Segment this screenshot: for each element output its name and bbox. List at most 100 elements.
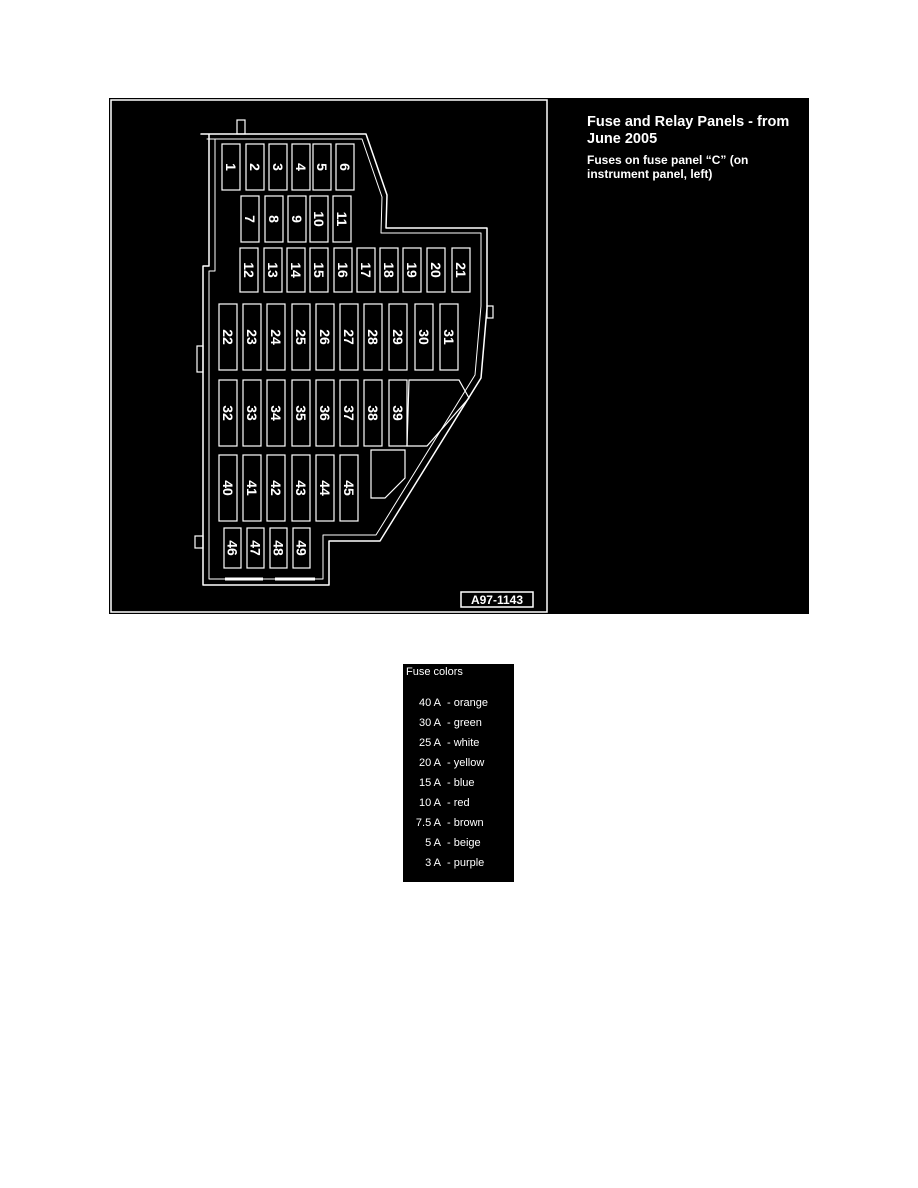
fuse-number: 46 xyxy=(225,540,241,556)
fuse-number: 35 xyxy=(293,405,309,421)
fuse-slot: 35 xyxy=(291,379,311,447)
fuse-outline xyxy=(309,195,329,243)
fuse-number: 17 xyxy=(358,262,374,278)
fuse-slot: 2 xyxy=(245,143,265,191)
legend-color: - white xyxy=(447,737,480,749)
fuse-slot: 43 xyxy=(291,454,311,522)
fuse-slot: 38 xyxy=(363,379,383,447)
legend-amp: 5 A xyxy=(425,837,441,849)
fuse-slot: 24 xyxy=(266,303,286,371)
fuse-outline xyxy=(263,247,283,293)
fuse-slot: 9 xyxy=(287,195,307,243)
fuse-slot: 42 xyxy=(266,454,286,522)
fuse-number: 9 xyxy=(289,215,305,223)
figure-code-box xyxy=(460,591,534,608)
fuse-outline xyxy=(245,143,265,191)
fuse-number: 38 xyxy=(365,405,381,421)
fuse-slot: 5 xyxy=(312,143,332,191)
fuse-outline xyxy=(286,247,306,293)
fuse-number: 32 xyxy=(220,405,236,421)
mounting-tab xyxy=(194,535,204,549)
fuse-number: 10 xyxy=(311,211,327,227)
fuse-slot: 25 xyxy=(291,303,311,371)
fuse-slot: 30 xyxy=(414,303,434,371)
legend-row: 10 A- red xyxy=(403,797,514,811)
legend-row: 25 A - white xyxy=(403,737,514,751)
fuse-slot: 14 xyxy=(286,247,306,293)
legend-amp: 20 A xyxy=(418,757,441,769)
fuse-slot: 40 xyxy=(218,454,238,522)
legend-color: - beige xyxy=(447,837,481,849)
legend-amp: 30 A xyxy=(418,717,441,729)
fuse-number: 8 xyxy=(266,215,282,223)
figure-frame xyxy=(110,99,548,613)
fuse-slot: 21 xyxy=(451,247,471,293)
fuse-slot: 1 xyxy=(221,143,241,191)
fuse-slot: 37 xyxy=(339,379,359,447)
fuse-outline xyxy=(333,247,353,293)
fuse-number: 33 xyxy=(244,405,260,421)
fuse-outline xyxy=(246,527,265,569)
legend-amp: 3 A xyxy=(425,857,441,869)
fuse-number: 34 xyxy=(268,405,284,421)
fuse-slot: 15 xyxy=(309,247,329,293)
fuse-outline xyxy=(239,247,259,293)
fuse-outline xyxy=(439,303,459,371)
figure-title: Fuse and Relay Panels - from June 2005 xyxy=(587,114,790,147)
fuse-outline xyxy=(291,379,311,447)
fuse-number: 6 xyxy=(337,163,353,171)
fuse-number: 26 xyxy=(317,329,333,345)
fuse-slot: 34 xyxy=(266,379,286,447)
fuse-number: 28 xyxy=(365,329,381,345)
fuse-slot: 41 xyxy=(242,454,262,522)
fuse-outline xyxy=(402,247,422,293)
fuse-outline xyxy=(315,379,335,447)
fuse-outline xyxy=(266,379,286,447)
fuse-slot: 10 xyxy=(309,195,329,243)
fuse-slot: 46 xyxy=(223,527,242,569)
fuse-outline xyxy=(339,303,359,371)
fuse-number: 22 xyxy=(220,329,236,345)
legend-amp: 25 A xyxy=(418,737,441,749)
fuse-number: 13 xyxy=(265,262,281,278)
fuse-slot: 6 xyxy=(335,143,355,191)
fuse-slot: 36 xyxy=(315,379,335,447)
fuse-number: 47 xyxy=(248,540,264,556)
fuse-slot: 47 xyxy=(246,527,265,569)
fuse-outline xyxy=(268,143,288,191)
legend-color: - brown xyxy=(447,817,484,829)
fuse-slot: 18 xyxy=(379,247,399,293)
fuse-number: 36 xyxy=(317,405,333,421)
fuse-slot: 22 xyxy=(218,303,238,371)
fuse-number: 20 xyxy=(428,262,444,278)
fuse-outline xyxy=(356,247,376,293)
fuse-number: 27 xyxy=(341,329,357,345)
fuse-slot: 13 xyxy=(263,247,283,293)
fuse-number: 49 xyxy=(294,540,310,556)
figure-code: A97-1143 xyxy=(471,593,523,607)
fuse-outline xyxy=(266,303,286,371)
legend-row: 15 A- blue xyxy=(403,777,514,791)
fuse-outline xyxy=(388,303,408,371)
fuse-slot: 17 xyxy=(356,247,376,293)
fuse-number: 24 xyxy=(268,329,284,345)
fuse-number: 12 xyxy=(241,262,257,278)
fuse-outline xyxy=(218,379,238,447)
fuse-outline xyxy=(335,143,355,191)
fuse-slot: 3 xyxy=(268,143,288,191)
fuse-number: 29 xyxy=(390,329,406,345)
fuse-slot: 20 xyxy=(426,247,446,293)
mounting-tab xyxy=(236,119,246,135)
fuse-number: 25 xyxy=(293,329,309,345)
fuse-outline xyxy=(242,303,262,371)
fuse-slot: 27 xyxy=(339,303,359,371)
fuse-number: 5 xyxy=(314,163,330,171)
fuse-number: 16 xyxy=(335,262,351,278)
fuse-outline xyxy=(287,195,307,243)
fuse-slot: 31 xyxy=(439,303,459,371)
fuse-outline xyxy=(315,454,335,522)
fuse-outline xyxy=(218,303,238,371)
fuse-slot: 48 xyxy=(269,527,288,569)
